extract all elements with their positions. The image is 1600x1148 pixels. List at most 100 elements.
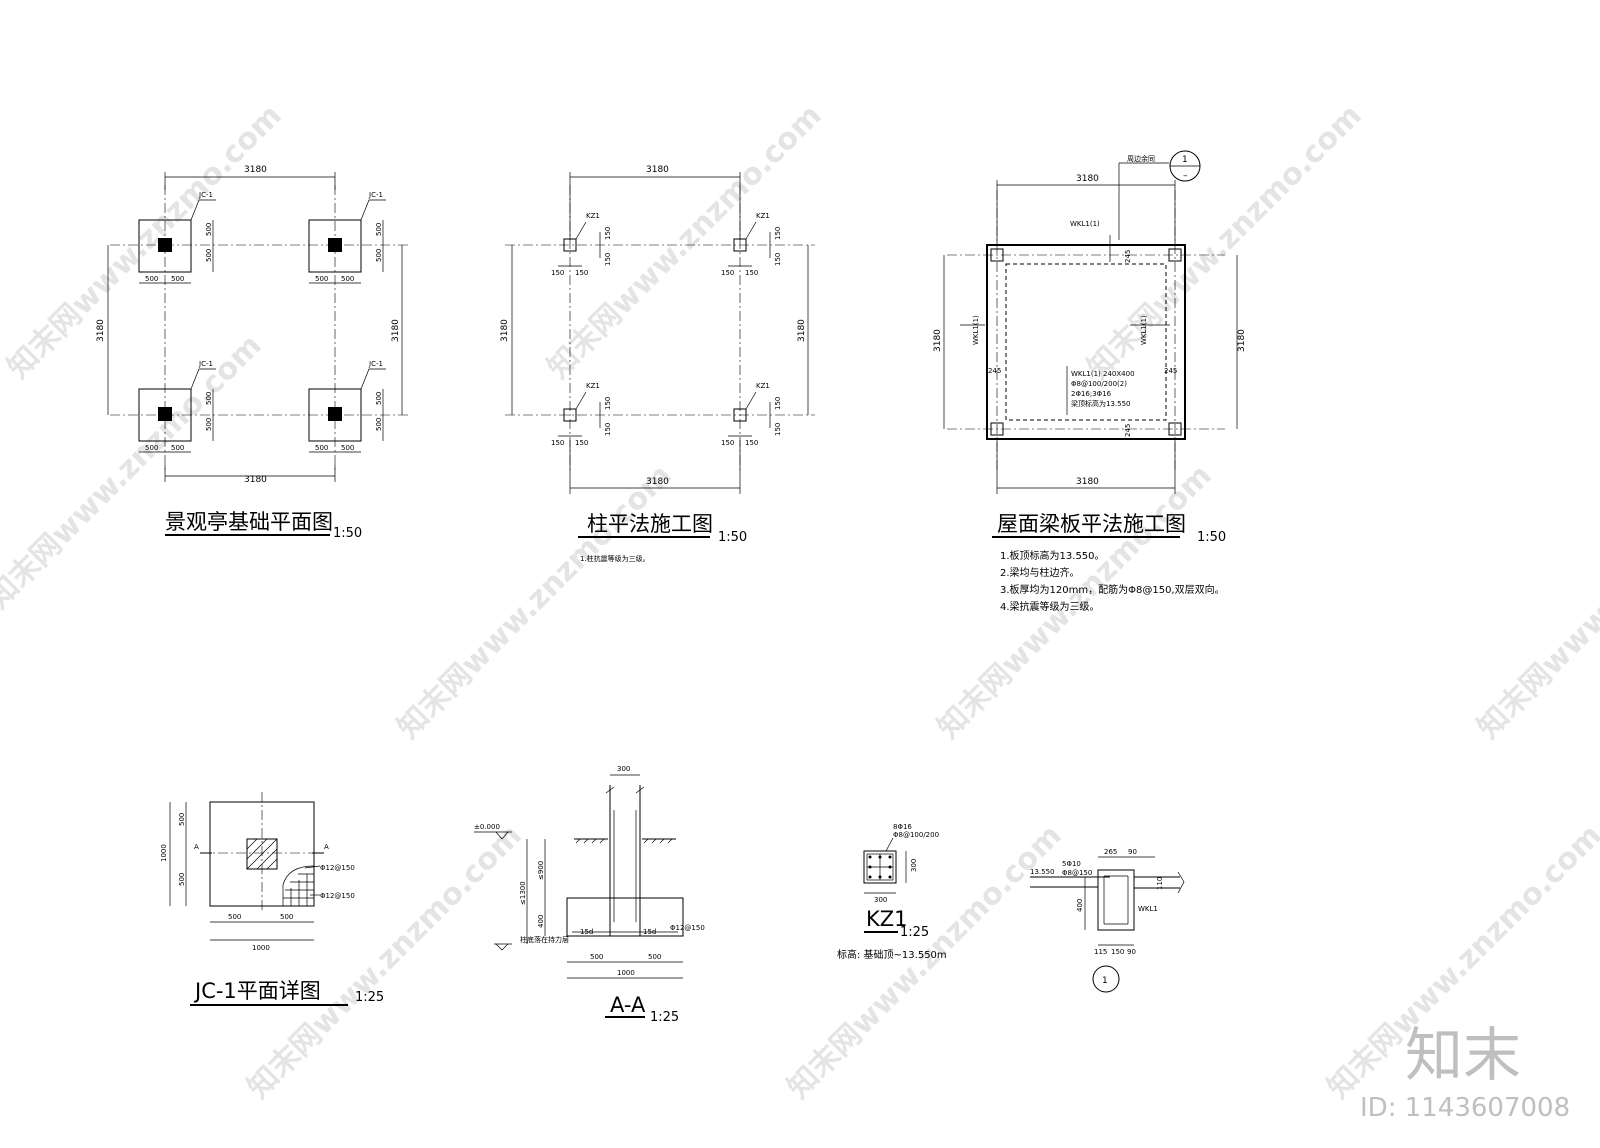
watermark-text: 知末网www.znzmo.com: [1471, 458, 1600, 746]
drawing-scale: 1:25: [355, 990, 384, 1005]
label-jc1: JC-1: [368, 191, 383, 199]
dim-offset: 150: [551, 269, 564, 277]
dim-half: 500: [375, 223, 383, 236]
jc1-detail: Φ12@150 Φ12@150 A A 500 500 1000 500 500…: [160, 792, 384, 1006]
drawing-note: 1.柱抗震等级为三级。: [580, 554, 650, 563]
label-kz1: KZ1: [586, 382, 600, 390]
rebar-label: 5Φ10: [1062, 860, 1081, 868]
dim-total: 1000: [252, 944, 270, 952]
beam-spec: WKL1(1) 240X400: [1071, 370, 1135, 378]
drawing-scale: 1:25: [900, 925, 929, 940]
dim-bottom: 90: [1127, 948, 1136, 956]
dim-half: 500: [648, 953, 661, 961]
drawing-scale: 1:50: [1197, 530, 1226, 545]
anchor-label: 15d: [580, 928, 593, 936]
dim-offset: 150: [604, 423, 612, 436]
dim-half: 500: [375, 249, 383, 262]
callout-number: 1: [1182, 155, 1188, 165]
rebar-label: Φ12@150: [320, 864, 355, 872]
dim-span: 3180: [646, 477, 669, 487]
section-marker: A: [324, 843, 329, 851]
dim-offset: 150: [604, 253, 612, 266]
footing-jc1: [138, 219, 192, 273]
dim-span: 3180: [1237, 329, 1247, 352]
dim-half: 500: [341, 444, 354, 452]
base-label: 柱底落在持力层: [520, 935, 569, 944]
footing-jc1: [308, 219, 362, 273]
dim-half: 500: [375, 392, 383, 405]
column-mark: [158, 407, 172, 421]
watermark-text: 知末网www.znzmo.com: [1081, 98, 1369, 386]
dim-depth: ≤900: [537, 861, 545, 880]
dim-edge: 245: [1124, 250, 1132, 263]
roof-beam-plan: 3180 3180 3180 3180 245 245 245 245 WKL1…: [933, 150, 1247, 613]
dim-offset: 150: [721, 439, 734, 447]
elevation-note: 标高: 基础顶~13.550m: [837, 948, 947, 961]
dim-offset: 150: [575, 439, 588, 447]
section-marker: A: [194, 843, 199, 851]
detail-callout: [1092, 965, 1120, 993]
drawing-title: A-A: [610, 993, 646, 1017]
watermark-text: 知末网www.znzmo.com: [391, 458, 679, 746]
column-mark: [158, 238, 172, 252]
dim-half: 500: [315, 444, 328, 452]
anchor-label: 15d: [643, 928, 656, 936]
dim-total: 1000: [160, 844, 168, 862]
drawing-title: KZ1: [866, 907, 908, 931]
dim-col: 300: [617, 765, 630, 773]
label-kz1: KZ1: [586, 212, 600, 220]
dim-bottom: 150: [1111, 948, 1124, 956]
watermarks: 知末网www.znzmo.com 知末网www.znzmo.com 知末网www…: [0, 98, 1600, 1106]
dim-offset: 150: [774, 397, 782, 410]
dim-offset: 150: [551, 439, 564, 447]
drawing-title: JC-1平面详图: [193, 979, 321, 1003]
dim-span: 3180: [96, 319, 106, 342]
rebar-label: Φ8@100/200: [893, 831, 939, 839]
footing-section: [566, 897, 684, 937]
dim-half: 500: [315, 275, 328, 283]
footing-jc1: [308, 388, 362, 442]
brand-mark: 知末 ID: 1143607008: [1360, 1021, 1570, 1123]
beam-spec: 梁顶标高为13.550: [1071, 399, 1131, 408]
drawing-scale: 1:50: [718, 530, 747, 545]
column-section: [246, 838, 278, 870]
dim-half: 500: [205, 392, 213, 405]
dim-half: 500: [178, 873, 186, 886]
section-aa: ±0.000 柱底落在持力层 ≤900 400 ≤1300 300 15d 15…: [474, 765, 705, 1025]
label-beam: WKL1(1): [1070, 220, 1100, 228]
elevation-label: 13.550: [1030, 868, 1055, 876]
dim-half: 500: [145, 275, 158, 283]
label-jc1: JC-1: [368, 360, 383, 368]
drawing-title: 屋面梁板平法施工图: [997, 512, 1186, 536]
beam-section: [1097, 869, 1135, 931]
drawing-scale: 1:50: [333, 526, 362, 541]
column-plan: 3180 3180 3180 3180 150 150 150 150 150 …: [500, 165, 815, 563]
kz1-section: 8Φ16 Φ8@100/200 300 300 KZ1 1:25 标高: 基础顶…: [837, 823, 947, 961]
dim-depth: ≤1300: [519, 881, 527, 905]
label-jc1: JC-1: [198, 360, 213, 368]
dim-half: 500: [280, 913, 293, 921]
label-kz1: KZ1: [756, 382, 770, 390]
watermark-text: 知末网www.znzmo.com: [241, 818, 529, 1106]
dim-half: 500: [178, 813, 186, 826]
rebar-label: Φ12@150: [320, 892, 355, 900]
watermark-text: 知末网www.znzmo.com: [781, 818, 1069, 1106]
dim-span: 3180: [797, 319, 807, 342]
column-mark: [328, 407, 342, 421]
dim-half: 500: [171, 444, 184, 452]
callout-number: 1: [1102, 976, 1108, 986]
rebar-label: 8Φ16: [893, 823, 912, 831]
drawing-title: 景观亭基础平面图: [165, 510, 333, 534]
dim-total: 1000: [617, 969, 635, 977]
footing-jc1: [138, 388, 192, 442]
label-kz1: KZ1: [756, 212, 770, 220]
dim-offset: 150: [745, 269, 758, 277]
dim-span: 3180: [500, 319, 510, 342]
dim-depth: 110: [1156, 877, 1164, 890]
dim-edge: 245: [988, 367, 1001, 375]
rebar-label: Φ12@150: [670, 924, 705, 932]
dim-size: 300: [910, 859, 918, 872]
beam-spec: 2Φ16;3Φ16: [1071, 390, 1112, 398]
drawing-note: 1.板顶标高为13.550。: [1000, 549, 1105, 562]
